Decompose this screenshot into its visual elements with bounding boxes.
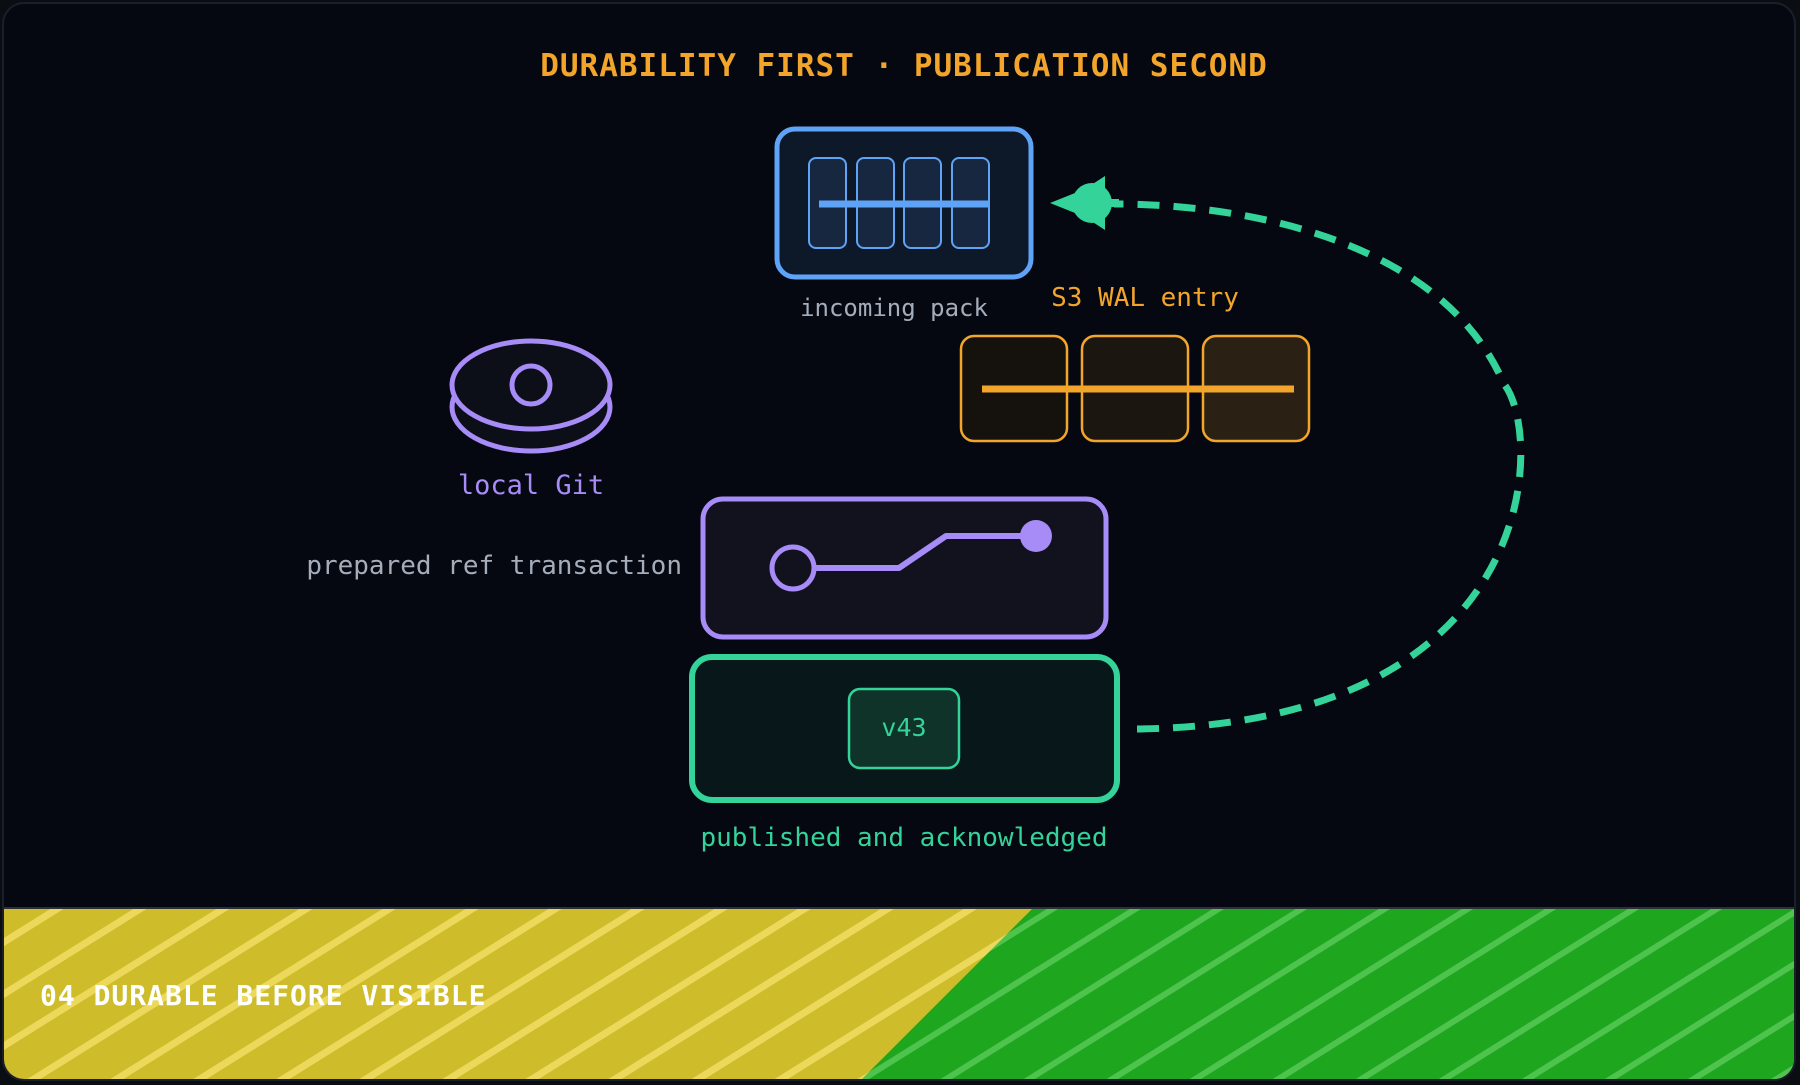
ref-transaction-label: prepared ref transaction <box>306 551 682 581</box>
ack-flow-arrow <box>1113 200 1525 733</box>
disk-icon <box>449 338 613 454</box>
version-label: v43 <box>881 713 926 742</box>
s3-wal-label: S3 WAL entry <box>1051 283 1239 313</box>
version-badge <box>847 687 961 770</box>
incoming-pack-label: incoming pack <box>800 294 988 322</box>
commit-graph-icon <box>769 520 1052 592</box>
arrow-head-icon <box>1050 176 1119 230</box>
footer-label: 04 DURABLE BEFORE VISIBLE <box>40 979 486 1012</box>
published-node: v43 <box>689 654 1120 803</box>
footer-band <box>4 907 1794 1079</box>
pack-icon <box>808 157 990 249</box>
diagram-canvas: DURABILITY FIRST · PUBLICATION SECOND in… <box>4 48 1794 1079</box>
published-label: published and acknowledged <box>701 823 1108 853</box>
diagram-title: DURABILITY FIRST · PUBLICATION SECOND <box>540 48 1268 84</box>
wal-segments-icon <box>959 334 1311 443</box>
incoming-pack-node <box>774 126 1034 280</box>
ref-transaction-node <box>700 496 1109 640</box>
local-git-label: local Git <box>458 470 604 501</box>
